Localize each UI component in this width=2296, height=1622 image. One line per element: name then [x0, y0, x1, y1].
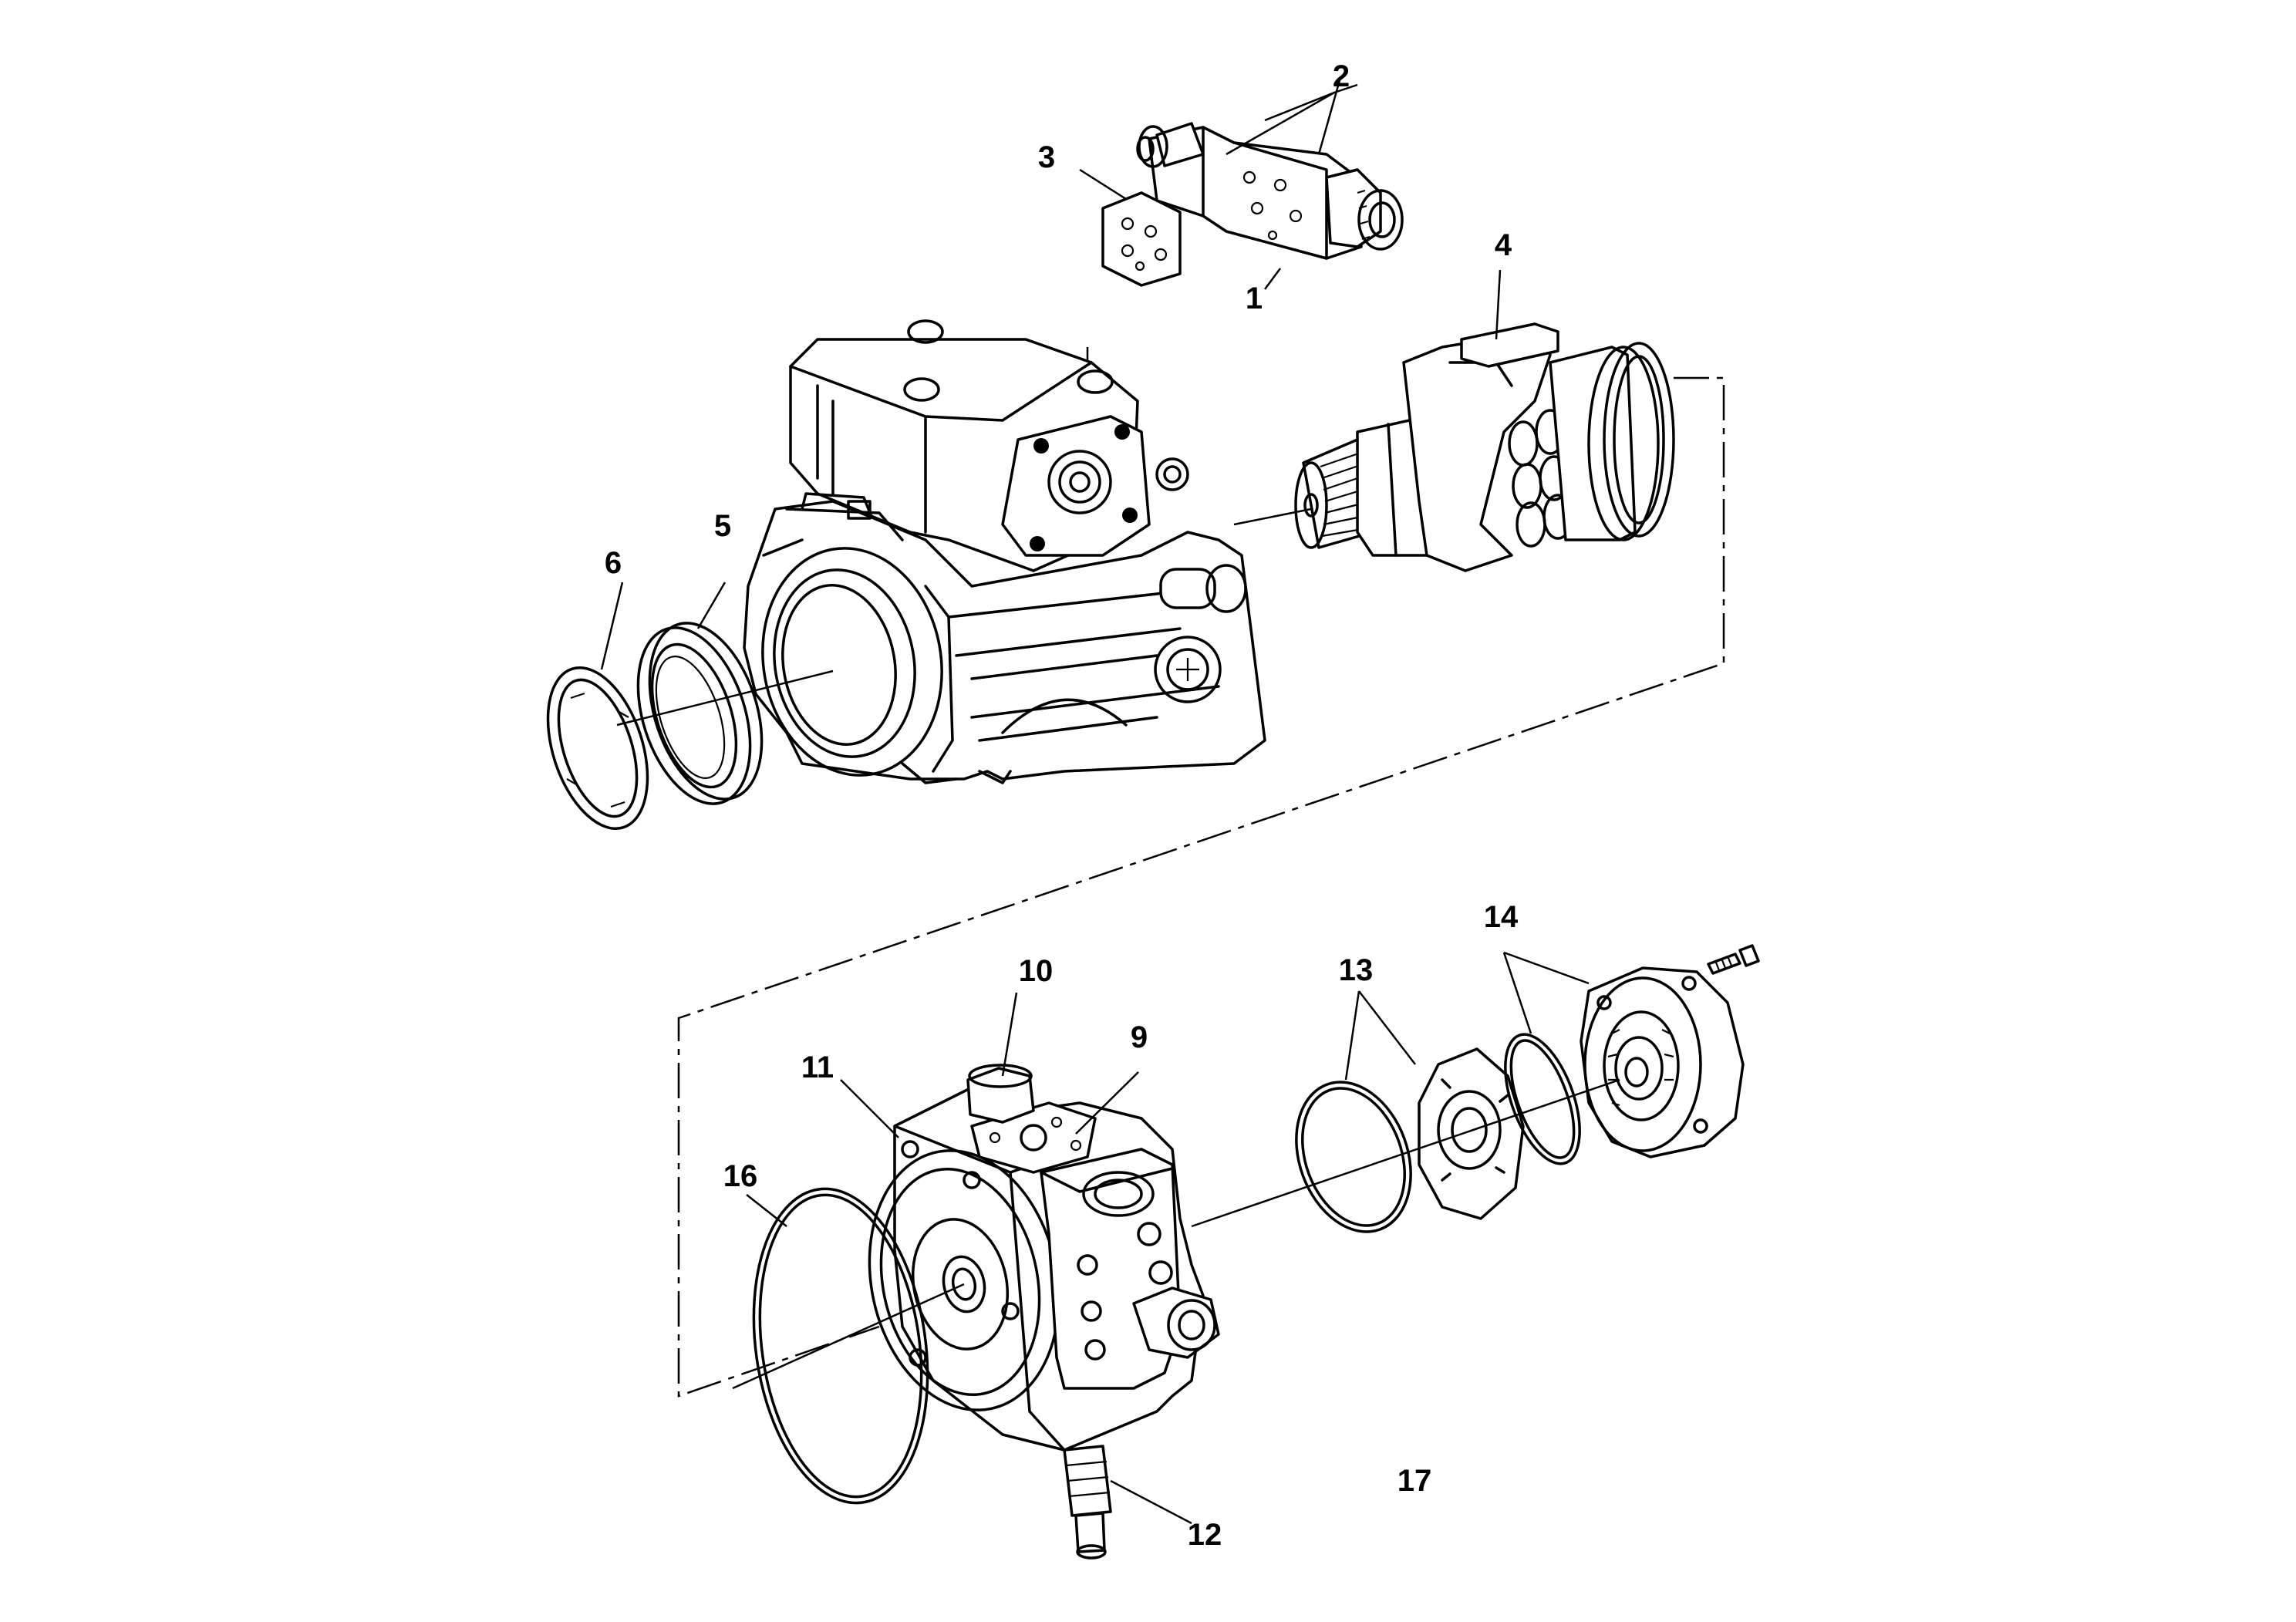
callout-11: 11 [801, 1050, 834, 1084]
callouts: 1 2 3 4 5 6 9 10 11 12 13 14 16 17 [605, 59, 1519, 1552]
part-13-ring-plate [1295, 1047, 1525, 1233]
part-3-gasket [1101, 191, 1182, 287]
part-4-rotating-group [1294, 322, 1675, 572]
callout-9: 9 [1131, 1020, 1148, 1054]
upper-shaft-axis [616, 508, 1312, 727]
callout-6: 6 [605, 546, 622, 580]
callout-16: 16 [723, 1159, 758, 1193]
callout-17: 17 [1397, 1464, 1432, 1498]
leader-lines [600, 79, 1590, 1525]
part-11-end-housing [868, 1064, 1220, 1560]
callout-13: 13 [1339, 953, 1374, 987]
callout-12: 12 [1188, 1518, 1222, 1552]
lower-shaft-axis [732, 1078, 1620, 1390]
callout-4: 4 [1495, 228, 1512, 262]
part-16-o-ring [752, 1187, 929, 1505]
callout-2: 2 [1333, 59, 1350, 93]
callout-10: 10 [1019, 954, 1054, 988]
callout-14: 14 [1484, 900, 1519, 934]
callout-5: 5 [714, 509, 731, 543]
part-6-snap-ring [546, 666, 649, 831]
part-5-shaft-seal [636, 622, 764, 805]
callout-3: 3 [1038, 140, 1055, 174]
part-1-2-valve-solenoids [1136, 122, 1404, 260]
pump-housing-upper [743, 319, 1266, 784]
callout-1: 1 [1246, 282, 1263, 315]
part-14-end-cover [1504, 944, 1760, 1165]
